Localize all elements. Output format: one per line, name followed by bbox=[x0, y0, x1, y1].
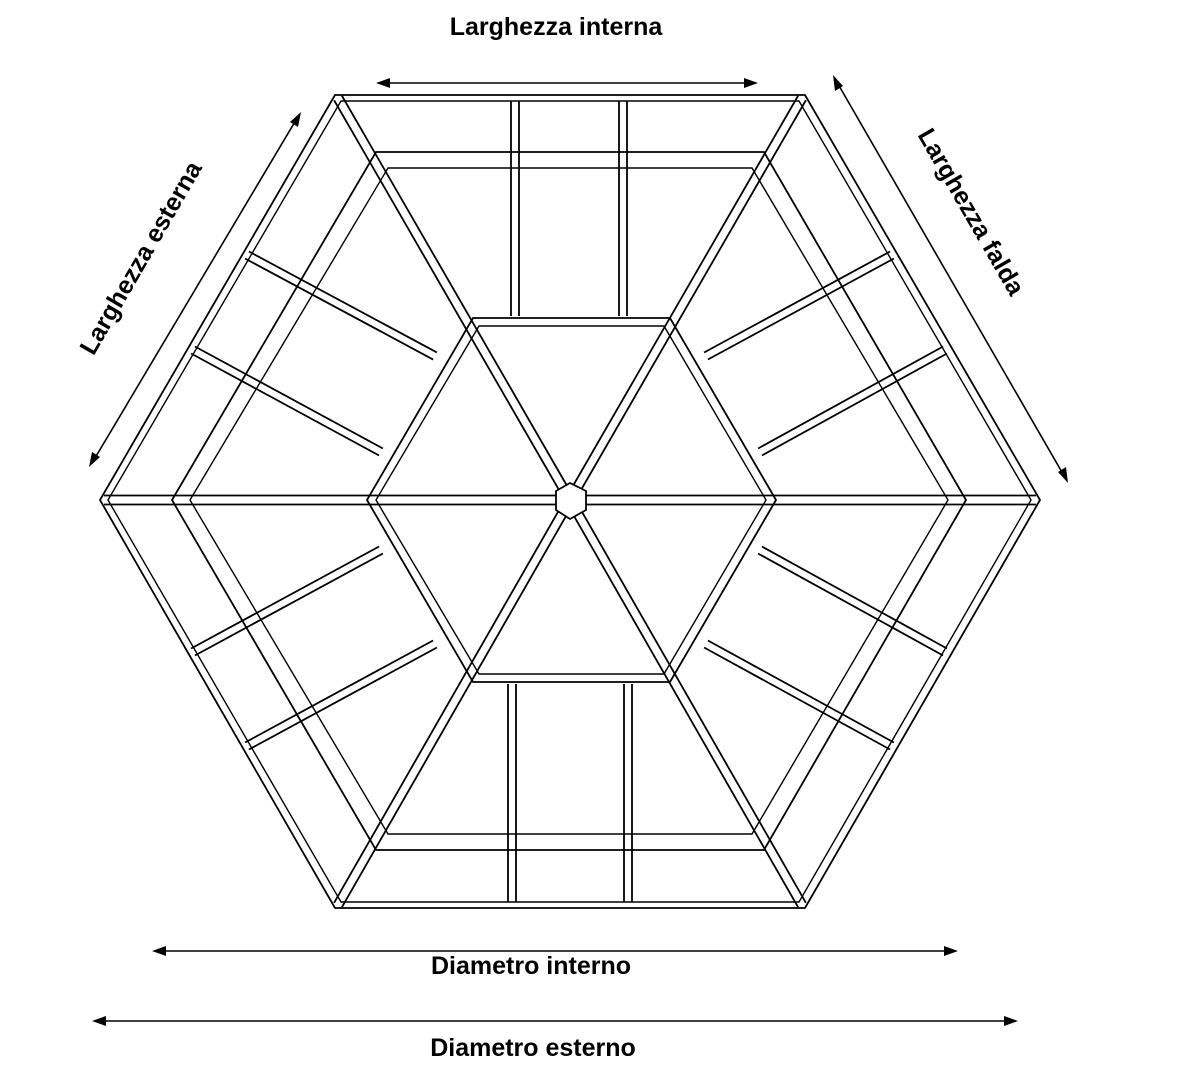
diametro-interno-label: Diametro interno bbox=[431, 952, 631, 980]
larghezza-interna-arrow bbox=[376, 78, 758, 88]
hip-rafter bbox=[573, 497, 807, 904]
purlin-bar bbox=[707, 639, 895, 744]
hip-rafter bbox=[341, 95, 575, 499]
purlin-bar bbox=[757, 345, 944, 450]
purlin-bars bbox=[190, 101, 948, 902]
purlin-bar bbox=[707, 257, 895, 361]
purlin-bar bbox=[757, 552, 944, 657]
purlin-bar bbox=[703, 646, 891, 751]
hip-rafter bbox=[565, 95, 799, 499]
purlin-bar bbox=[244, 257, 434, 361]
hip-rafter bbox=[573, 99, 807, 503]
larghezza-falda-label: Larghezza falda bbox=[912, 124, 1031, 301]
hip-rafter bbox=[333, 497, 567, 904]
purlin-bar bbox=[190, 545, 380, 650]
larghezza-falda-arrow bbox=[833, 75, 1068, 483]
hip-rafters bbox=[104, 95, 1036, 908]
purlin-bar bbox=[761, 545, 948, 650]
purlin-bar bbox=[248, 646, 438, 751]
inner-hexagon-ring bbox=[170, 151, 968, 851]
outer-hexagon-frame bbox=[98, 94, 1042, 909]
diametro-interno-arrow bbox=[152, 946, 958, 956]
diametro-esterno-arrow bbox=[92, 1016, 1018, 1026]
larghezza-esterna-arrow bbox=[89, 112, 301, 467]
purlin-bar bbox=[194, 552, 384, 657]
central-hub bbox=[555, 481, 587, 521]
purlin-bar bbox=[248, 250, 438, 354]
purlin-bar bbox=[244, 639, 434, 744]
hip-rafter bbox=[341, 501, 575, 908]
purlin-bar bbox=[761, 352, 948, 457]
hip-rafter bbox=[333, 99, 567, 503]
diametro-esterno-label: Diametro esterno bbox=[430, 1034, 636, 1062]
purlin-bar bbox=[194, 345, 384, 450]
purlin-bar bbox=[190, 352, 380, 457]
purlin-bar bbox=[703, 250, 891, 354]
dimension-arrows bbox=[89, 75, 1068, 1026]
hip-rafter bbox=[565, 501, 799, 908]
larghezza-interna-label: Larghezza interna bbox=[450, 13, 664, 41]
larghezza-esterna-label: Larghezza esterna bbox=[74, 156, 208, 360]
